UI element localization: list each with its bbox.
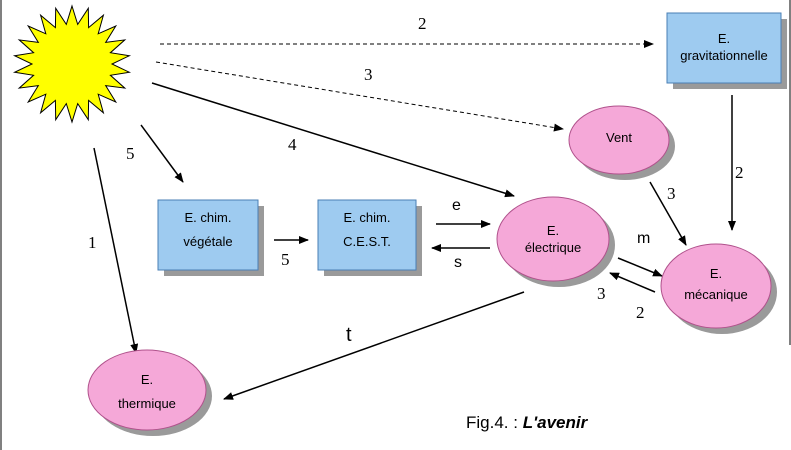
node-gravitationnelle-line1: E. (718, 31, 730, 46)
edge-label-sun-vent: 3 (364, 65, 373, 84)
node-vent-label: Vent (606, 130, 632, 145)
node-electrique-line1: E. (547, 223, 559, 238)
arrow-sun-to-electrique (151, 82, 515, 198)
node-mecanique-line2: mécanique (684, 287, 748, 302)
node-thermique-line2: thermique (118, 396, 176, 411)
node-thermique: E. thermique (87, 349, 212, 436)
node-chim-cest-line1: E. chim. (344, 210, 391, 225)
figure-caption-prefix: Fig.4. : (466, 413, 523, 432)
edge-label-vegetale-cest: 5 (281, 250, 290, 269)
edge-label-mecanique-electrique-3: 3 (597, 284, 606, 303)
edge-label-cest-electrique: e (452, 197, 461, 214)
figure-caption: Fig.4. : L'avenir (466, 413, 589, 432)
arrow-vent-to-mecanique (649, 181, 687, 246)
node-chim-vegetale-line2: végétale (183, 234, 232, 249)
edge-label-sun-thermique: 1 (88, 233, 97, 252)
node-gravitationnelle-line2: gravitationnelle (680, 48, 767, 63)
node-electrique-line2: électrique (525, 240, 581, 255)
arrow-electrique-to-thermique (223, 291, 525, 400)
edge-label-electrique-cest: s (454, 254, 462, 271)
arrow-sun-to-thermique (93, 147, 139, 354)
node-thermique-line1: E. (141, 372, 153, 387)
edge-label-gravitationnelle-mecanique: 2 (735, 163, 744, 182)
edge-label-sun-gravitationnelle: 2 (418, 14, 427, 33)
edge-label-electrique-thermique: t (346, 324, 352, 346)
node-gravitationnelle: E. gravitationnelle (666, 12, 787, 89)
edge-label-mecanique-electrique-2: 2 (636, 303, 645, 322)
sun-icon (12, 4, 132, 124)
edge-label-electrique-mecanique: m (637, 230, 650, 247)
arrow-mecanique-to-electrique (609, 272, 656, 293)
figure-caption-title: L'avenir (523, 413, 589, 432)
arrow-electrique-to-mecanique (617, 257, 663, 277)
arrow-sun-to-vegetale (140, 124, 184, 183)
node-chim-vegetale: E. chim. végétale (157, 199, 264, 276)
node-vent: Vent (568, 105, 675, 180)
node-chim-vegetale-line1: E. chim. (185, 210, 232, 225)
edge-label-vent-mecanique: 3 (667, 184, 676, 203)
node-mecanique: E. mécanique (660, 243, 777, 334)
arrow-sun-to-vent (155, 61, 564, 132)
node-chim-cest: E. chim. C.E.S.T. (317, 199, 422, 276)
edge-label-sun-vegetale: 5 (126, 144, 135, 163)
node-electrique: E. électrique (496, 196, 615, 287)
node-mecanique-line1: E. (710, 266, 722, 281)
edge-label-sun-electrique: 4 (288, 135, 297, 154)
node-chim-cest-line2: C.E.S.T. (343, 234, 391, 249)
